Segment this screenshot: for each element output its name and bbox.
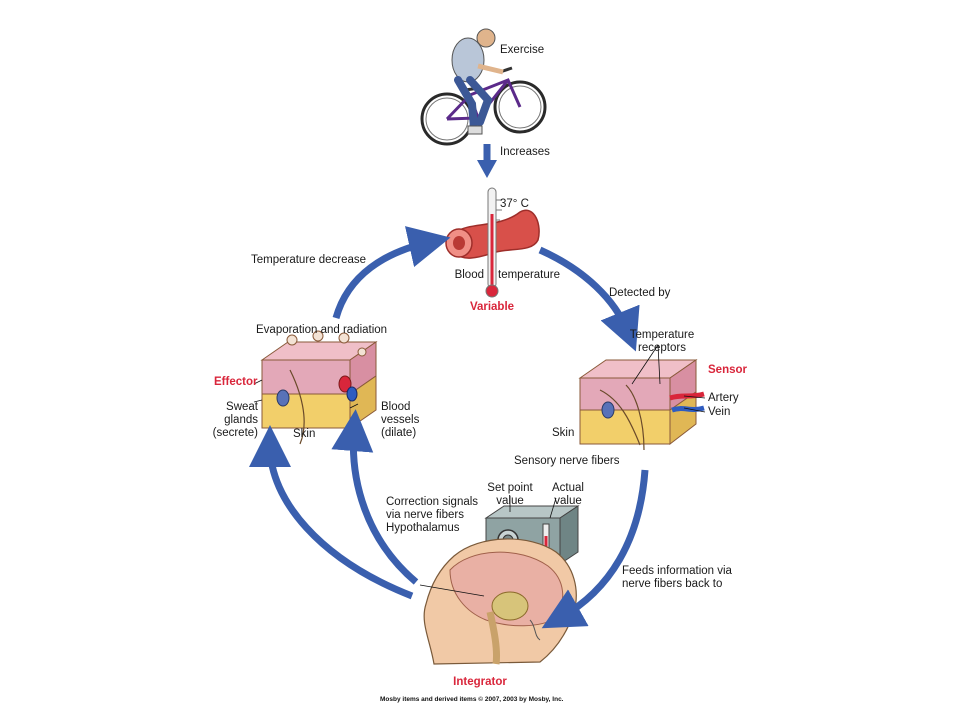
effector-skin-label: Skin [293, 428, 316, 440]
feeds-information-arrow [541, 469, 649, 629]
temperature-decrease-arrow [332, 226, 451, 319]
set-point-label-2: value [496, 495, 524, 507]
variable-label: Variable [469, 301, 515, 313]
sweat-glands-label-2: glands [224, 414, 258, 426]
temperature-value-label: 37° C [500, 198, 529, 210]
temperature-label: temperature [498, 269, 561, 281]
hypothalamus-label: Hypothalamus [386, 522, 460, 534]
artery-label: Artery [708, 392, 739, 404]
detected-by-label: Detected by [609, 287, 671, 299]
thermometer-illustration [485, 187, 502, 298]
vein-label: Vein [708, 406, 731, 418]
sweat-glands-label-1: Sweat [226, 401, 258, 413]
temperature-receptors-label-1: Temperature [629, 329, 695, 341]
increases-label: Increases [500, 146, 550, 158]
correction-signals-label-1: Correction signals [386, 496, 479, 508]
blood-vessels-label-3: (dilate) [381, 427, 417, 439]
correction-arrow-left [249, 425, 414, 600]
effector-skin-block [253, 330, 378, 445]
feeds-information-label-2: nerve fibers back to [622, 578, 723, 590]
sensor-skin-label: Skin [552, 427, 575, 439]
temperature-decrease-label: Temperature decrease [251, 254, 367, 266]
actual-value-label-1: Actual [552, 482, 584, 494]
blood-vessels-label-1: Blood [381, 401, 411, 413]
actual-value-label-2: value [554, 495, 582, 507]
integrator-label: Integrator [453, 676, 507, 688]
feeds-information-label-1: Feeds information via [622, 565, 732, 577]
blood-vessels-label-2: vessels [381, 414, 420, 426]
correction-arrow-right [331, 409, 419, 585]
head-illustration [419, 538, 577, 665]
correction-signals-label-2: via nerve fibers [386, 509, 464, 521]
effector-label: Effector [214, 376, 258, 388]
sensor-label: Sensor [708, 364, 747, 376]
sensory-nerve-fibers-label: Sensory nerve fibers [514, 455, 620, 467]
blood-label: Blood [454, 269, 484, 281]
sweat-glands-label-3: (secrete) [212, 427, 258, 439]
exercise-label: Exercise [500, 44, 545, 56]
temperature-receptors-label-2: receptors [638, 342, 686, 354]
detected-by-arrow [538, 246, 640, 352]
sensor-skin-block [578, 344, 706, 451]
cyclist-illustration [420, 28, 547, 146]
increases-arrow [477, 144, 497, 178]
copyright-credit: Mosby items and derived items © 2007, 20… [380, 696, 564, 703]
set-point-label-1: Set point [487, 482, 533, 494]
evaporation-radiation-label: Evaporation and radiation [256, 324, 388, 336]
